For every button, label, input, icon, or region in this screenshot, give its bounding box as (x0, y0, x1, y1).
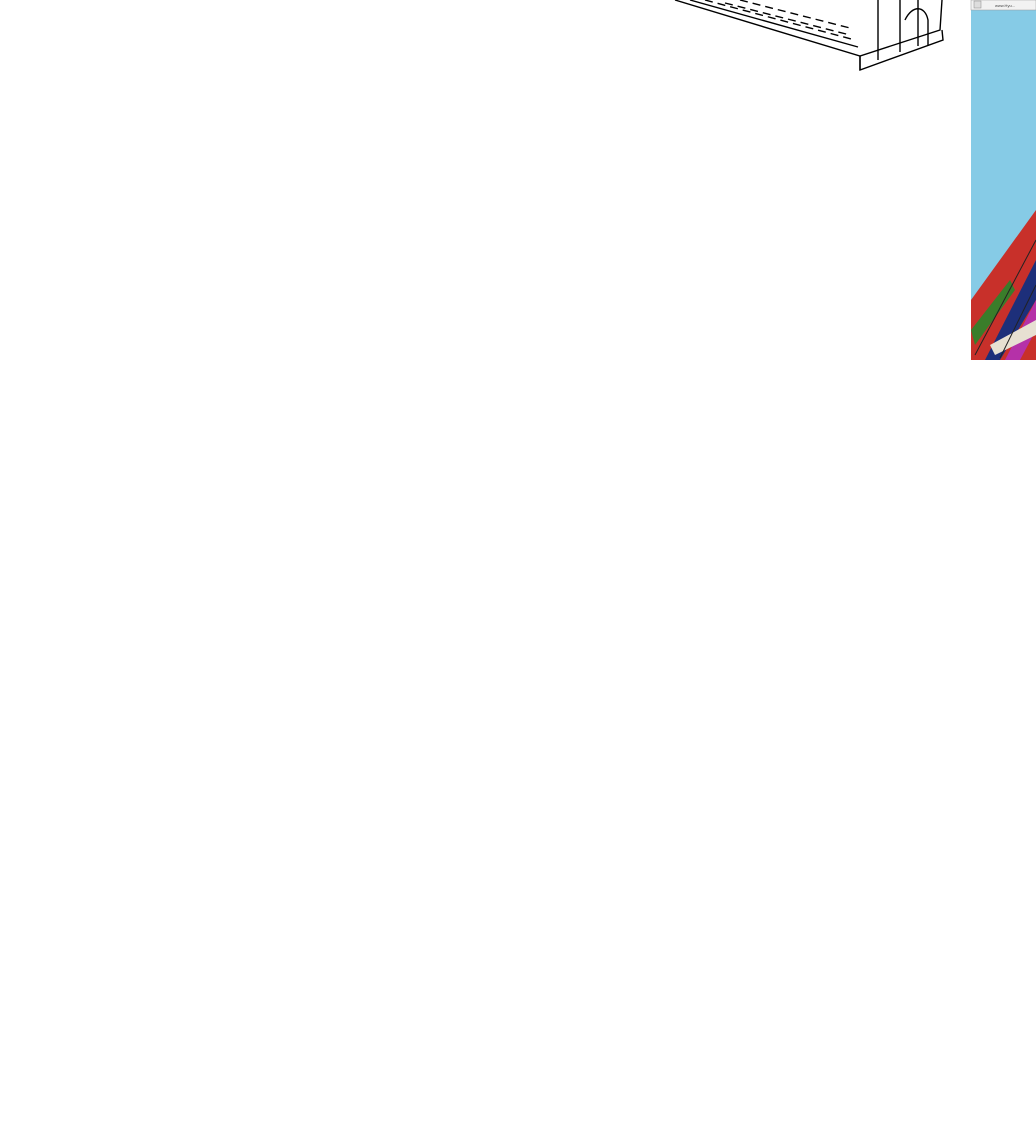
crate-wireframe (674, 0, 944, 71)
cad-watermark-text: www.Hyu... (995, 3, 1016, 8)
cad-screenshot (970, 0, 1036, 360)
